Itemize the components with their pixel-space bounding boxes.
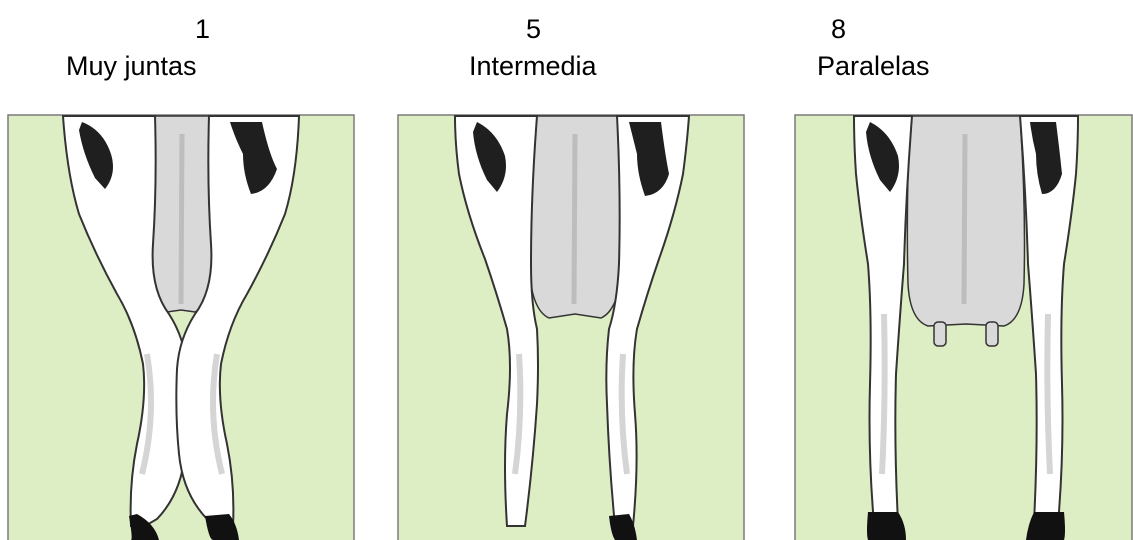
leg-illustration xyxy=(397,114,745,540)
panel-number: 5 xyxy=(526,14,541,45)
leg-illustration xyxy=(794,114,1133,540)
hind-legs-rear-view-parallel xyxy=(794,114,1133,540)
panel-number: 8 xyxy=(831,14,846,45)
panel-number: 1 xyxy=(195,14,210,45)
panel-label: Paralelas xyxy=(817,51,930,82)
leg-illustration xyxy=(7,114,355,540)
panel-muy-juntas: 1 Muy juntas xyxy=(7,0,355,540)
left-hoof xyxy=(867,512,906,540)
hind-legs-rear-view-crossed xyxy=(7,114,355,540)
left-teat xyxy=(934,322,946,346)
panel-paralelas: 8 Paralelas xyxy=(794,0,1133,540)
panel-label: Muy juntas xyxy=(66,51,197,82)
hind-legs-rear-view-intermediate xyxy=(397,114,745,540)
panel-label: Intermedia xyxy=(469,51,597,82)
right-teat xyxy=(986,322,998,346)
panel-intermedia: 5 Intermedia xyxy=(397,0,745,540)
